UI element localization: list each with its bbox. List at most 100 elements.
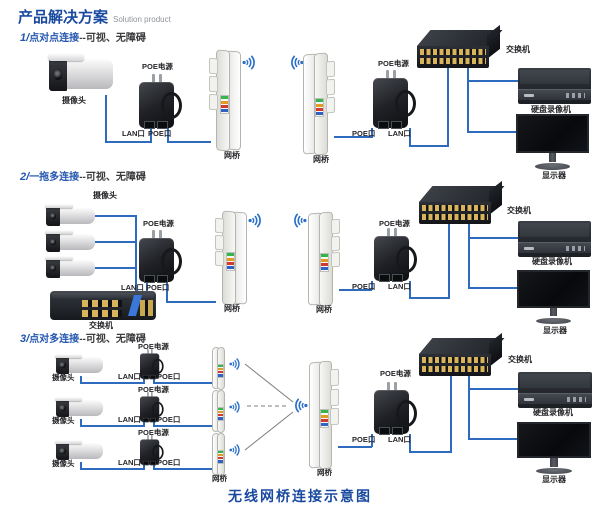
poe-power-label: POE电源 [142,62,173,71]
cable-line [409,297,450,299]
nvr-label: 硬盘录像机 [533,408,573,417]
cable-line [166,301,216,303]
cable-line [80,462,82,470]
poe-injector-device [139,230,182,283]
plug-prong [146,392,149,397]
cable-line [409,281,411,299]
nvr-front-panel [518,89,591,100]
wifi-signal-icon [287,54,304,71]
bridge-slot [330,369,340,387]
switch-ports-row [419,49,487,55]
cable-line [153,382,212,384]
cable-line [153,378,155,384]
switch-label: 交换机 [506,45,530,54]
camera-hood [45,204,73,209]
led-strip [314,98,324,117]
camera-body [57,259,95,277]
switch-ports-row [421,214,489,220]
plug-prong [151,74,155,83]
section2-name: 一拖多连接 [29,172,80,183]
switch-ports-row [419,58,487,64]
poe-port-jack [150,374,157,380]
lan-port-label: LAN口 [118,372,141,381]
cable-line [135,215,137,292]
plug-prong [385,70,389,79]
switch-8port-device [50,291,156,320]
poe-injector-device [374,228,417,282]
poe-injector-device [139,74,182,129]
wifi-signal-icon [229,443,243,457]
camera-device [45,256,95,280]
section1-index: 1/ [20,32,30,44]
camera-device [48,53,113,95]
cable-loop [396,246,417,274]
cable-line [143,464,145,470]
nvr-top [520,70,589,85]
plug-prong [150,349,153,354]
plug-prong [150,392,153,397]
switch-device [419,332,505,376]
bridge-label: 网桥 [316,305,332,314]
poe-power-label: POE电源 [138,385,169,394]
wifi-signal-icon [229,400,243,414]
poe-injector-device [374,382,417,435]
nvr-logo [523,398,534,401]
section2-index: 2/ [20,171,30,183]
nvr-logo [523,247,534,250]
bridge-label: 网桥 [224,151,240,160]
led-strip [320,408,330,428]
bridge-label: 网桥 [317,468,332,477]
plug-prong [146,349,149,354]
cable-line [143,378,145,384]
bridge-slot [325,60,336,78]
bridge-slot [208,93,219,110]
led-strip [216,407,224,422]
section3-title: 3/点对多连接--可视、无障碍 [20,329,146,347]
lan-port-jack [142,460,149,466]
section3-index: 3/ [20,333,30,345]
wireless-bridge-device [208,49,241,152]
nvr-top [520,374,590,389]
wifi-signal-icon [291,397,308,414]
cable-line [467,66,469,133]
lan-port-label: LAN口 [388,282,411,291]
bridge-slot [330,388,340,406]
monitor-device [516,114,589,170]
bridge-label: 网桥 [224,304,240,313]
page-title-en: Solution product [113,15,171,24]
lan-port-jack [391,121,403,129]
cable-line [95,215,137,217]
switch-ports-row [421,357,489,363]
plug-prong [146,435,149,440]
monitor-device [517,422,591,474]
cable-line [468,287,517,289]
nvr-front-panel [518,393,592,404]
bridge-slot [330,407,340,425]
wifi-signal-icon [242,54,259,71]
cable-loop [152,445,164,460]
camera-body [66,400,103,416]
camera-hood [55,440,82,444]
cable-line [468,388,518,390]
poe-injector-device [373,70,416,129]
monitor-stand [549,307,558,317]
switch-device [419,180,505,224]
bridge-slot [330,252,341,268]
poe-port-jack [150,417,157,423]
cable-line [146,281,148,292]
camera-device [45,204,95,228]
nvr-label: 硬盘录像机 [532,257,572,266]
poe-port-jack [157,121,169,129]
camera-device [55,440,103,462]
cable-line [105,95,107,142]
lan-port-jack [392,427,404,435]
cable-line [80,419,82,427]
cable-line [409,451,452,453]
poe-injector-device [140,392,164,423]
cable-line [371,281,373,290]
bridge-label: 网桥 [313,155,329,164]
poe-port-jack [150,460,157,466]
camera-body [66,443,103,459]
wireless-bridge-device [212,346,227,391]
bridge-slot [330,235,341,252]
